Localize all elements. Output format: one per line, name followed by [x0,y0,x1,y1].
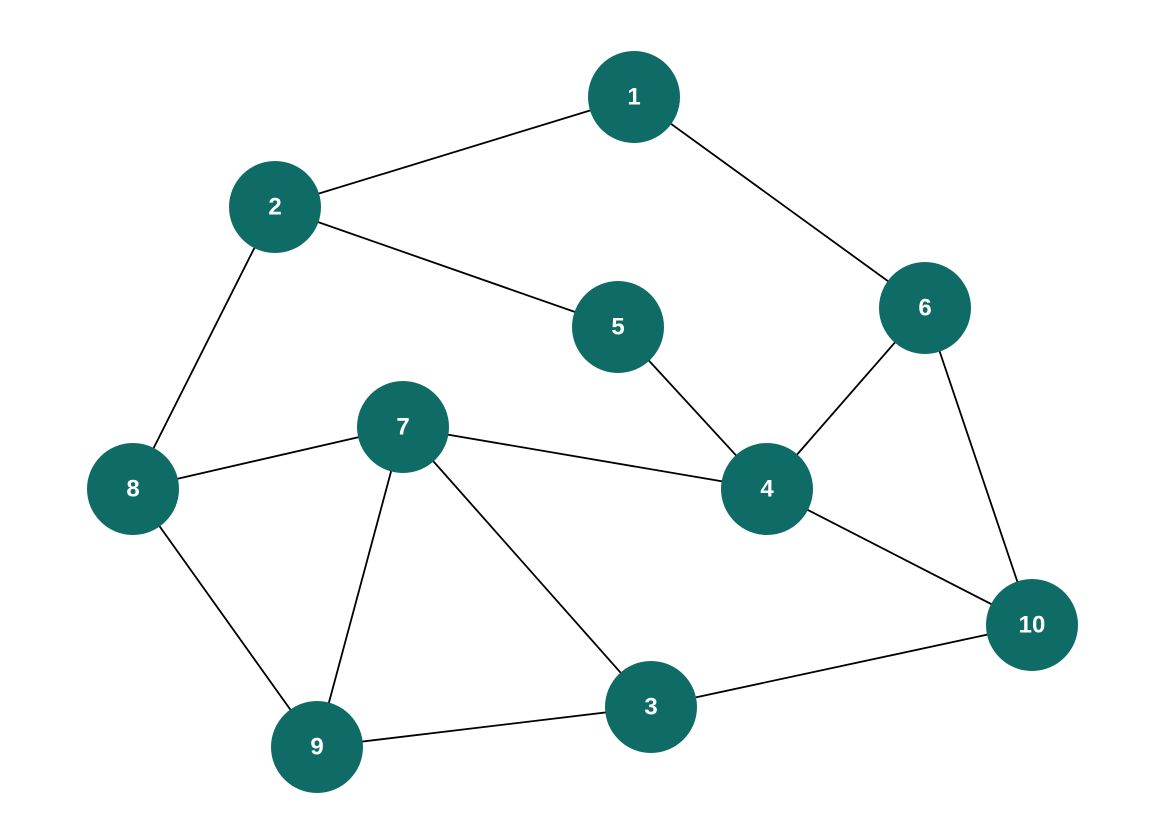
node-9: 9 [271,701,363,793]
node-label-6: 6 [918,295,931,322]
edge-4-10 [766,488,1033,626]
node-6: 6 [879,262,971,354]
node-circle-4 [721,443,813,535]
nodes-layer: 1 2 3 4 5 6 7 8 9 10 [87,51,1078,793]
node-4: 4 [721,443,813,535]
edge-7-3 [402,426,652,708]
node-label-4: 4 [760,476,774,503]
node-circle-9 [271,701,363,793]
node-label-7: 7 [396,414,409,441]
node-label-8: 8 [126,476,139,503]
edge-3-10 [650,624,1033,708]
node-3: 3 [605,661,697,753]
node-10: 10 [986,579,1078,671]
edge-8-9 [132,488,318,748]
edge-6-10 [924,307,1033,626]
edge-7-8 [132,426,404,490]
node-circle-10 [986,579,1078,671]
node-label-9: 9 [310,734,323,761]
node-label-5: 5 [611,314,624,341]
node-circle-1 [588,51,680,143]
node-label-1: 1 [627,84,640,111]
node-circle-5 [572,281,664,373]
node-2: 2 [229,161,321,253]
node-circle-3 [605,661,697,753]
edge-1-2 [274,96,635,208]
edge-7-4 [402,426,768,490]
edge-2-8 [132,206,276,490]
node-label-3: 3 [644,694,657,721]
node-7: 7 [357,381,449,473]
edge-2-5 [274,206,619,328]
node-circle-8 [87,443,179,535]
node-label-10: 10 [1019,612,1046,639]
node-circle-6 [879,262,971,354]
edge-9-3 [316,706,652,748]
node-circle-7 [357,381,449,473]
node-5: 5 [572,281,664,373]
node-8: 8 [87,443,179,535]
node-circle-2 [229,161,321,253]
node-label-2: 2 [268,194,281,221]
edge-1-6 [633,96,926,309]
edge-7-9 [316,426,404,748]
node-1: 1 [588,51,680,143]
